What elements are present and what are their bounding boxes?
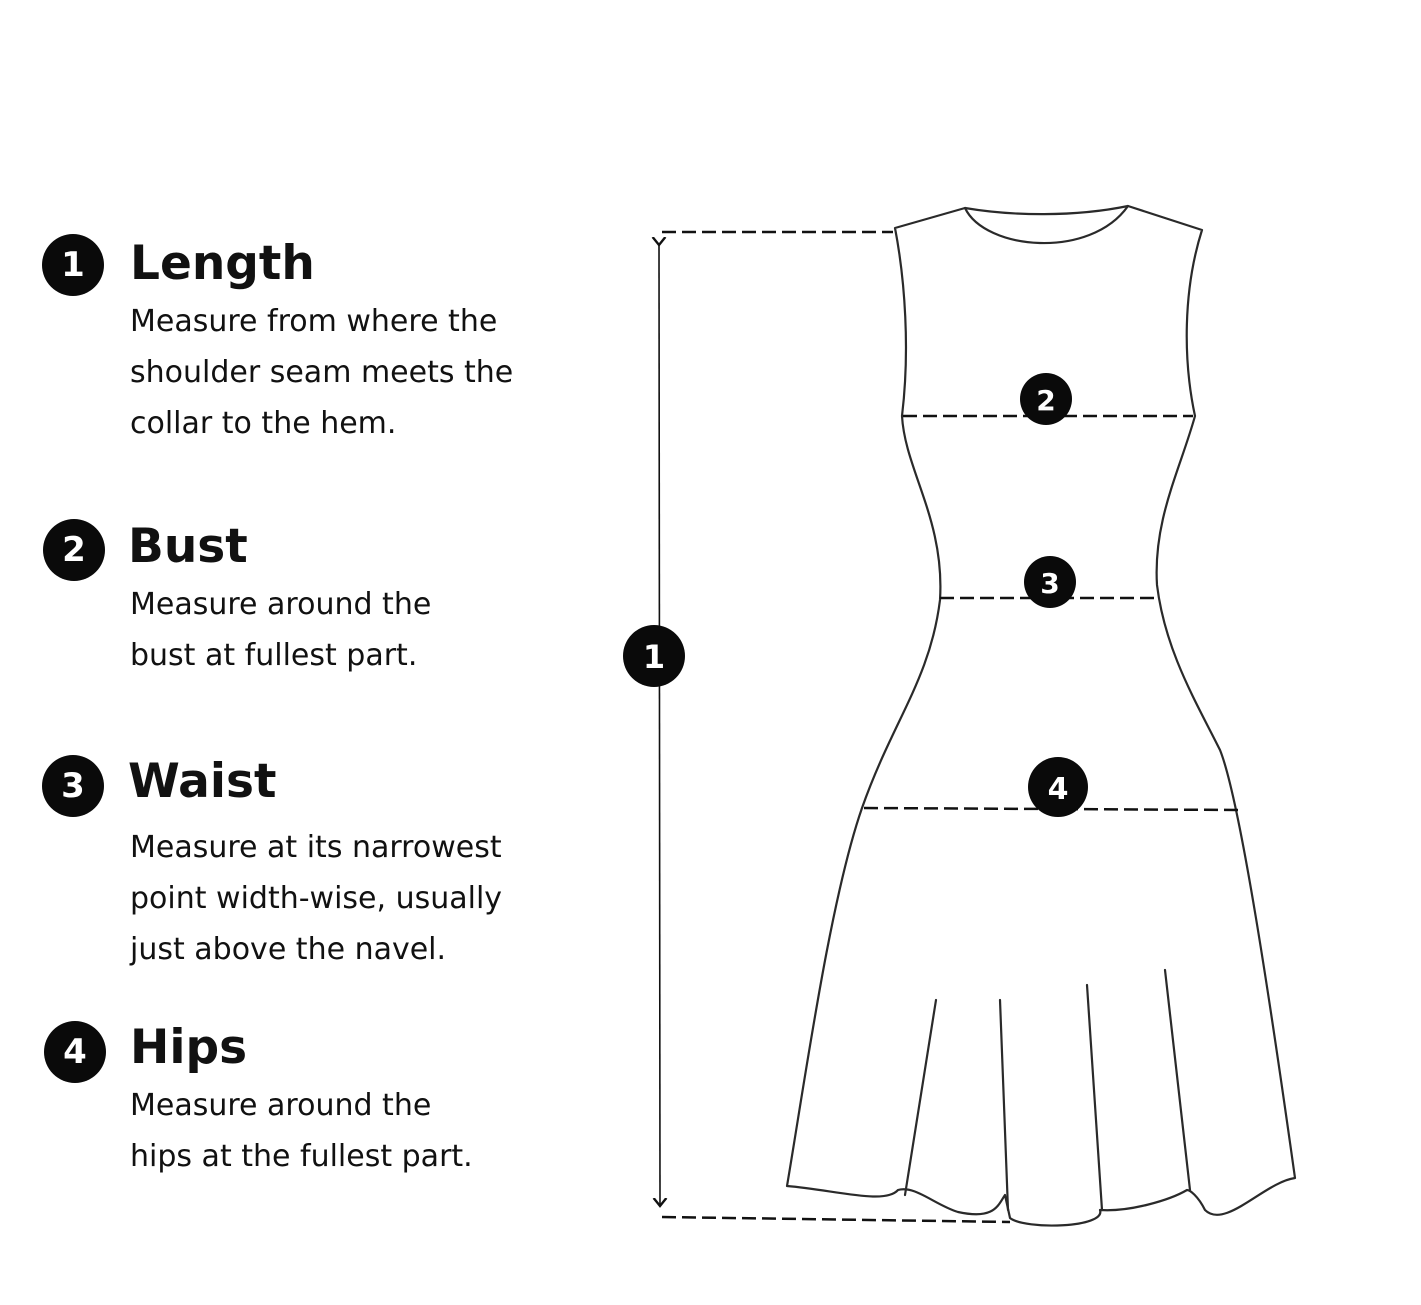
step-number-badge: 1 [42, 234, 104, 296]
skirt-fold [1163, 968, 1192, 1192]
step-description: Measure around the bust at fullest part. [130, 579, 600, 681]
length-marker: 1 [623, 625, 685, 687]
measurement-instructions: 1 Length Measure from where the shoulder… [0, 0, 600, 1305]
hips-marker: 4 [1028, 757, 1088, 817]
waist-marker: 3 [1024, 556, 1076, 608]
description-line: just above the navel. [130, 932, 447, 967]
bust-marker: 2 [1020, 373, 1072, 425]
description-line: Measure from where the [130, 304, 498, 339]
neckline [963, 204, 1130, 245]
description-line: shoulder seam meets the [130, 355, 514, 390]
step-title: Bust [128, 519, 248, 574]
step-number-badge: 3 [42, 755, 104, 817]
hips-marker-label: 4 [1048, 772, 1069, 807]
step-title: Length [130, 236, 315, 291]
step-title: Waist [128, 754, 277, 809]
description-line: point width-wise, usually [130, 881, 503, 916]
step-description: Measure at its narrowest point width-wis… [130, 822, 600, 975]
dress-body [785, 204, 1297, 1227]
step-description: Measure around the hips at the fullest p… [130, 1080, 600, 1182]
description-line: hips at the fullest part. [130, 1139, 473, 1174]
description-line: collar to the hem. [130, 406, 397, 441]
length-arrow [659, 245, 660, 1206]
skirt-fold [903, 998, 938, 1197]
dress-outline [785, 204, 1297, 1227]
step-number-badge: 4 [44, 1021, 106, 1083]
description-line: bust at fullest part. [130, 638, 418, 673]
skirt-fold [998, 998, 1010, 1212]
skirt-fold [1085, 983, 1104, 1212]
step-title: Hips [130, 1020, 248, 1075]
waist-marker-label: 3 [1040, 567, 1059, 600]
step-description: Measure from where the shoulder seam mee… [130, 296, 600, 449]
length-bottom-guide [661, 1215, 1011, 1224]
description-line: Measure around the [130, 1088, 432, 1123]
description-line: Measure at its narrowest [130, 830, 502, 865]
step-number-badge: 2 [43, 519, 105, 581]
bust-marker-label: 2 [1036, 384, 1055, 417]
description-line: Measure around the [130, 587, 432, 622]
measurement-guides [661, 230, 1241, 1224]
length-marker-label: 1 [643, 638, 665, 676]
